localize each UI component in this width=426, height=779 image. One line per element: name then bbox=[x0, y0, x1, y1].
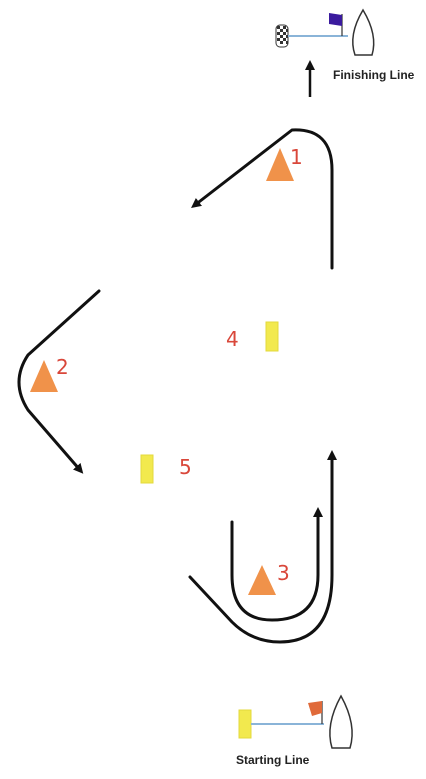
triangle-buoy-icon bbox=[30, 360, 58, 392]
mark-2: 2 bbox=[30, 355, 69, 392]
leg-around-mark-2 bbox=[17, 289, 101, 474]
start-buoy-icon bbox=[238, 709, 252, 739]
mark-3: 3 bbox=[248, 561, 290, 595]
rectangle-buoy-icon bbox=[140, 454, 154, 484]
rectangle-buoy-icon bbox=[265, 321, 279, 352]
finish-flag-icon bbox=[329, 13, 342, 26]
finishing-line-group: Finishing Line bbox=[275, 8, 415, 97]
finish-boat-icon bbox=[352, 8, 375, 56]
triangle-buoy-icon bbox=[266, 148, 294, 181]
finishing-line-label: Finishing Line bbox=[333, 68, 415, 82]
start-flag-icon bbox=[308, 701, 322, 716]
mark-1: 1 bbox=[266, 145, 303, 181]
mark-2-number: 2 bbox=[56, 355, 69, 379]
leg-inner-around-mark-3 bbox=[230, 507, 323, 622]
leg-outer-around-mark-3 bbox=[188, 450, 337, 644]
mark-5-number: 5 bbox=[179, 455, 192, 479]
starting-line-label: Starting Line bbox=[236, 753, 310, 767]
leg-around-mark-1 bbox=[191, 128, 334, 270]
start-boat-icon bbox=[329, 694, 353, 749]
starting-line-group: Starting Line bbox=[236, 694, 353, 767]
course-paths bbox=[17, 128, 337, 644]
mark-1-number: 1 bbox=[290, 145, 303, 169]
mark-3-number: 3 bbox=[277, 561, 290, 585]
mark-5: 5 bbox=[140, 454, 192, 484]
mark-4: 4 bbox=[226, 321, 279, 352]
checkered-pattern bbox=[277, 26, 288, 44]
mark-4-number: 4 bbox=[226, 327, 239, 351]
triangle-buoy-icon bbox=[248, 565, 276, 595]
